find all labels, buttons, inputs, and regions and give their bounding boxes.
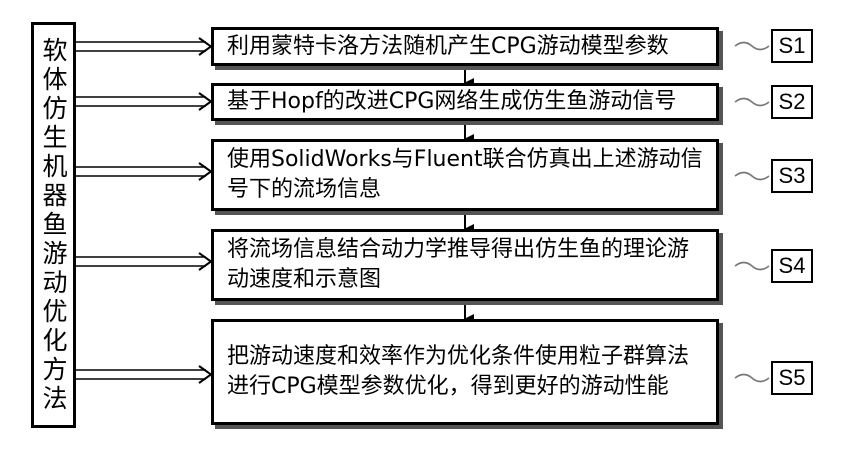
double-arrow-s4 — [76, 252, 213, 271]
leader-tilde-s5 — [734, 373, 770, 383]
step-box-s1: 利用蒙特卡洛方法随机产生CPG游动模型参数 — [211, 27, 719, 66]
leader-tilde-s1 — [734, 41, 770, 51]
step-box-s4: 将流场信息结合动力学推导得出仿生鱼的理论游动速度和示意图 — [211, 229, 719, 301]
step-text-s3: 使用SolidWorks与Fluent联合仿真出上述游动信号下的流场信息 — [227, 147, 703, 202]
label-s1: S1 — [771, 29, 813, 63]
step-text-s4: 将流场信息结合动力学推导得出仿生鱼的理论游动速度和示意图 — [227, 237, 690, 292]
leader-tilde-s4 — [734, 261, 770, 271]
step-text-s2: 基于Hopf的改进CPG网络生成仿生鱼游动信号 — [227, 89, 677, 115]
step-text-s1: 利用蒙特卡洛方法随机产生CPG游动模型参数 — [227, 33, 669, 59]
title-text: 软体仿生机器鱼游动优化方法 — [39, 36, 68, 414]
step-text-s5: 把游动速度和效率作为优化条件使用粒子群算法进行CPG模型参数优化，得到更好的游动… — [227, 344, 690, 399]
double-arrow-s5 — [76, 365, 213, 384]
step-box-s5: 把游动速度和效率作为优化条件使用粒子群算法进行CPG模型参数优化，得到更好的游动… — [211, 319, 719, 425]
step-box-s3: 使用SolidWorks与Fluent联合仿真出上述游动信号下的流场信息 — [211, 139, 719, 211]
label-s5: S5 — [771, 361, 813, 395]
leader-tilde-s2 — [734, 97, 770, 107]
label-s2: S2 — [771, 85, 813, 119]
label-s4: S4 — [771, 249, 813, 283]
double-arrow-s3 — [76, 162, 213, 181]
title-box: 软体仿生机器鱼游动优化方法 — [31, 22, 76, 428]
leader-tilde-s3 — [734, 171, 770, 181]
double-arrow-s1 — [76, 37, 213, 56]
double-arrow-s2 — [76, 92, 213, 111]
label-s3: S3 — [771, 159, 813, 193]
step-box-s2: 基于Hopf的改进CPG网络生成仿生鱼游动信号 — [211, 83, 719, 121]
